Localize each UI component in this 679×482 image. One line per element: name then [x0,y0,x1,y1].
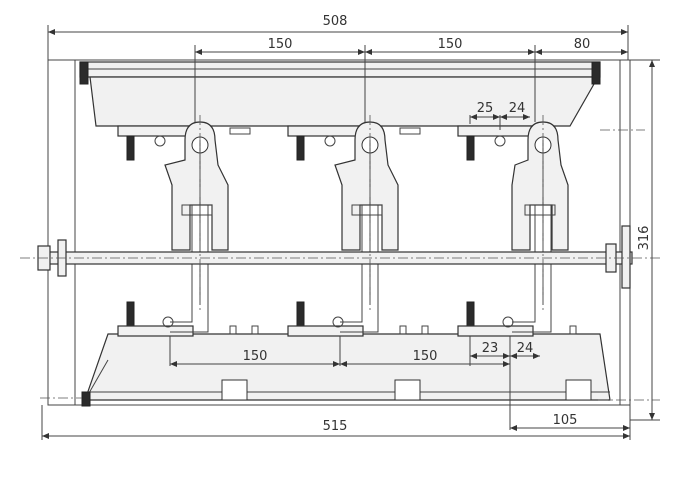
switch-pole-2 [334,121,399,333]
dimension-labels: 508 150 150 80 25 24 316 150 150 23 24 1… [243,14,652,434]
dim-overall-top: 508 [323,14,348,29]
base-bolt-icon [81,391,91,407]
bottom-base [81,333,611,407]
corner-bolt-icon [79,61,89,85]
centerlines [40,115,660,401]
switch-pole-3 [511,121,569,333]
dim-offset-right-top: 80 [574,37,591,52]
dim-pitch-bottom-1: 150 [243,349,268,364]
terminal-screw-icon [466,135,475,161]
dim-pitch-top-2: 150 [438,37,463,52]
corner-bolt-icon [591,61,601,85]
operating-shaft [20,225,660,289]
dimension-lines [42,29,655,439]
dim-offset-23: 23 [482,341,499,356]
switch-pole-1 [164,121,229,333]
dim-overall-bottom: 515 [323,419,348,434]
dim-offset-25: 25 [477,101,494,116]
terminal-screw-icon [126,135,135,161]
dim-pitch-bottom-2: 150 [413,349,438,364]
dim-height-right: 316 [637,226,652,251]
dim-offset-24-top: 24 [509,101,526,116]
dim-offset-right-bottom: 105 [553,413,578,428]
upper-terminals [117,125,534,161]
terminal-screw-icon [296,135,305,161]
top-mounting-plate [79,61,601,127]
lower-terminals [117,301,577,337]
dim-offset-24-bottom: 24 [517,341,534,356]
dim-pitch-top-1: 150 [268,37,293,52]
